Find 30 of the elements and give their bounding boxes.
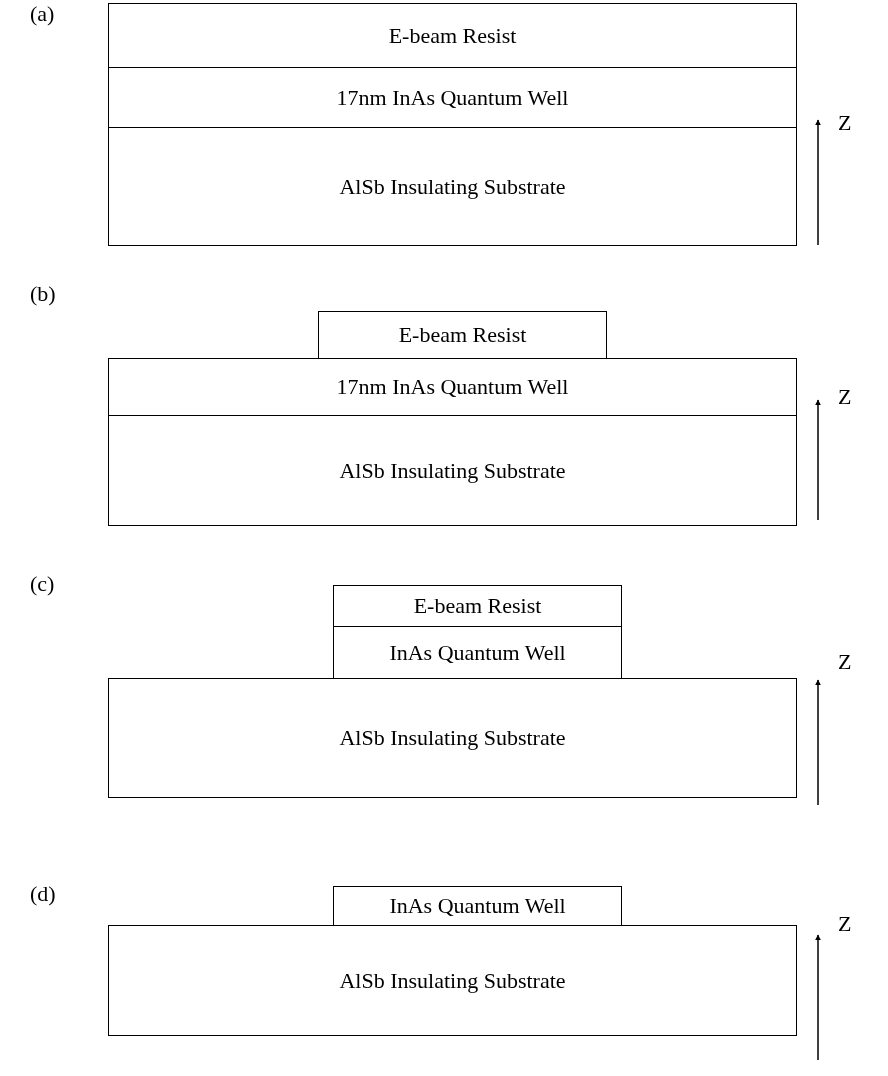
substrate-layer: [108, 678, 797, 798]
layer-label: AlSb Insulating Substrate: [339, 457, 566, 484]
substrate-layer: [108, 415, 797, 526]
layer-label: InAs Quantum Well: [389, 893, 566, 919]
layer-label: InAs Quantum Well: [389, 639, 566, 666]
layer-label: E-beam Resist: [398, 322, 527, 348]
quantum-well-layer: [108, 67, 797, 128]
layer-label: AlSb Insulating Substrate: [339, 725, 566, 751]
axis-label: Z: [838, 651, 852, 673]
resist-layer: [108, 3, 797, 68]
substrate-layer: [108, 127, 797, 246]
panel-label: (d): [30, 883, 56, 905]
substrate-layer: [108, 925, 797, 1036]
layer-label: E-beam Resist: [388, 22, 517, 49]
resist-layer: [318, 311, 607, 359]
quantum-well-layer: [333, 626, 622, 679]
layer-label: E-beam Resist: [413, 593, 542, 619]
resist-layer: [333, 585, 622, 627]
layer-label: AlSb Insulating Substrate: [339, 173, 566, 200]
layer-label: AlSb Insulating Substrate: [339, 967, 566, 994]
layer-label: 17nm InAs Quantum Well: [336, 84, 569, 111]
panel-label: (c): [30, 573, 55, 595]
axis-label: Z: [838, 386, 852, 408]
panel-label: (b): [30, 283, 56, 305]
layer-label: 17nm InAs Quantum Well: [336, 374, 569, 400]
axis-label: Z: [838, 913, 852, 935]
quantum-well-layer: [108, 358, 797, 416]
panel-label: (a): [30, 3, 55, 25]
quantum-well-layer: [333, 886, 622, 926]
axis-label: Z: [838, 112, 852, 134]
